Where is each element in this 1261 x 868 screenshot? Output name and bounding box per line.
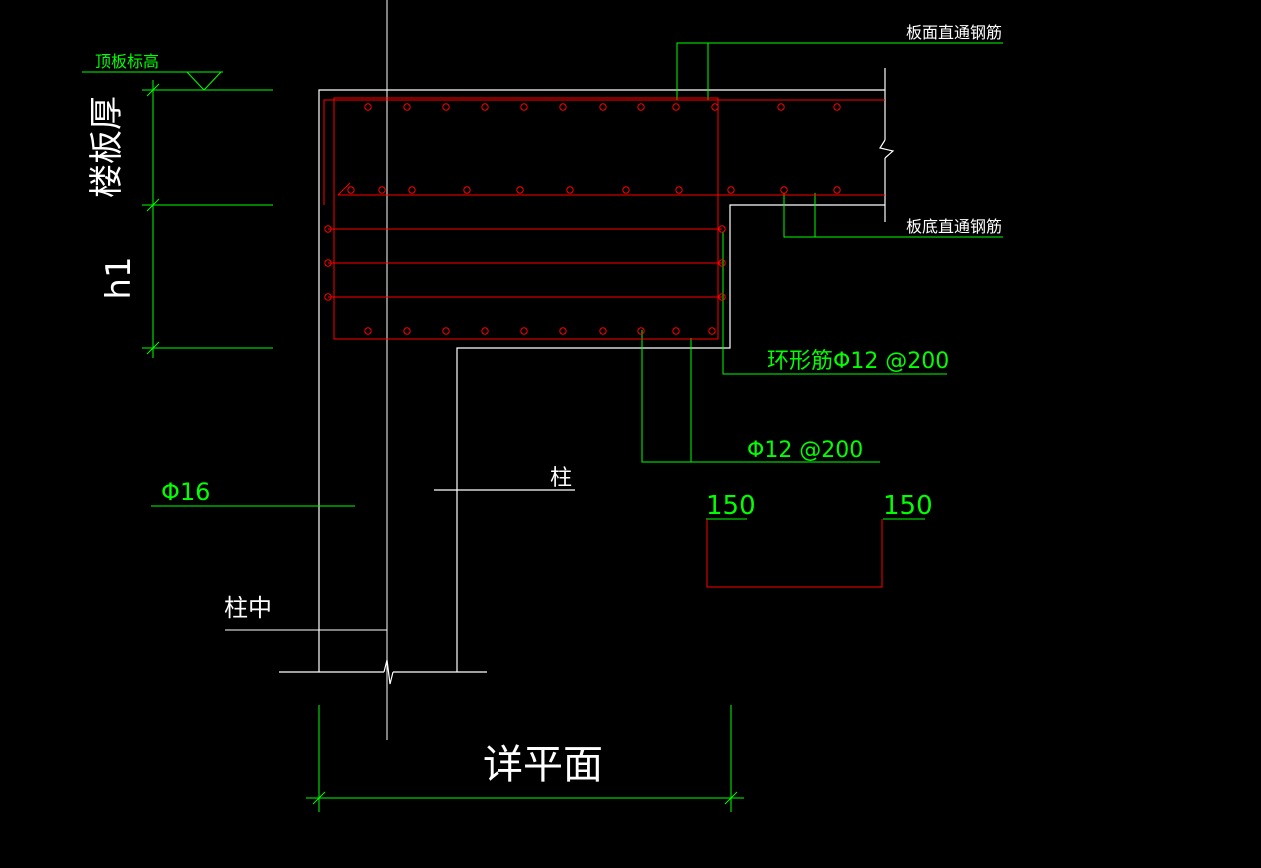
top-bar-hook	[323, 99, 468, 205]
top-rebar-section	[403, 103, 411, 111]
top-rebar-section	[777, 103, 785, 111]
top-rebar-section	[833, 103, 841, 111]
ring-rebar-loop	[333, 97, 719, 340]
ring-bottom-section	[599, 327, 607, 335]
bottom-rebar-section	[622, 186, 630, 194]
top-rebar-section	[672, 103, 680, 111]
column-center-label: 柱中	[224, 594, 272, 622]
ring-bottom-section	[559, 327, 567, 335]
bottom-rebar-section	[516, 186, 524, 194]
dim-150-right: 150	[883, 491, 933, 521]
top-rebar-section	[599, 103, 607, 111]
rebar	[323, 97, 885, 588]
phi16-label: Φ16	[161, 478, 210, 506]
ring-side-section	[324, 259, 332, 267]
column-label: 柱	[550, 466, 572, 491]
ring-side-section	[718, 225, 726, 233]
bottom-rebar-section	[833, 186, 841, 194]
ring-side-section	[324, 225, 332, 233]
bottom-rebar-section	[463, 186, 471, 194]
bottom-rebar-section	[347, 186, 355, 194]
dim-150-left: 150	[706, 491, 756, 521]
dimension-lines	[82, 42, 1003, 812]
top-rebar-section	[364, 103, 372, 111]
top-through-rebar-label: 板面直通钢筋	[906, 23, 1002, 42]
ring-bottom-section	[442, 327, 450, 335]
top-rebar-section	[559, 103, 567, 111]
concrete-outline	[279, 68, 895, 685]
detail-plan-label: 详平面	[483, 742, 603, 788]
bottom-through-rebar-label: 板底直通钢筋	[906, 217, 1002, 236]
top-slab-elevation-label: 顶板标高	[95, 52, 159, 71]
ring-side-section	[718, 293, 726, 301]
ring-bottom-section	[520, 327, 528, 335]
stirrup-rebar-label: Φ12 @200	[747, 438, 863, 463]
ring-bottom-section	[672, 327, 680, 335]
ring-bottom-section	[481, 327, 489, 335]
rebar-sections	[324, 103, 841, 335]
ring-bottom-section	[364, 327, 372, 335]
bottom-rebar-section	[675, 186, 683, 194]
ring-side-section	[718, 259, 726, 267]
top-rebar-section	[520, 103, 528, 111]
bottom-rebar-section	[780, 186, 788, 194]
bottom-rebar-section	[727, 186, 735, 194]
bottom-rebar-section	[566, 186, 574, 194]
ring-side-section	[324, 293, 332, 301]
bottom-rebar-section	[408, 186, 416, 194]
u-bar-detail	[706, 519, 883, 588]
ring-bottom-section	[637, 327, 645, 335]
top-rebar-section	[711, 103, 719, 111]
ring-bottom-section	[708, 327, 716, 335]
ring-rebar-label: 环形筋Φ12 @200	[767, 349, 949, 374]
slab-thickness-label: 楼板厚	[87, 96, 127, 198]
bottom-rebar-section	[378, 186, 386, 194]
top-rebar-section	[442, 103, 450, 111]
h1-label: h1	[99, 256, 139, 299]
ring-bottom-section	[403, 327, 411, 335]
top-rebar-section	[481, 103, 489, 111]
top-rebar-section	[637, 103, 645, 111]
